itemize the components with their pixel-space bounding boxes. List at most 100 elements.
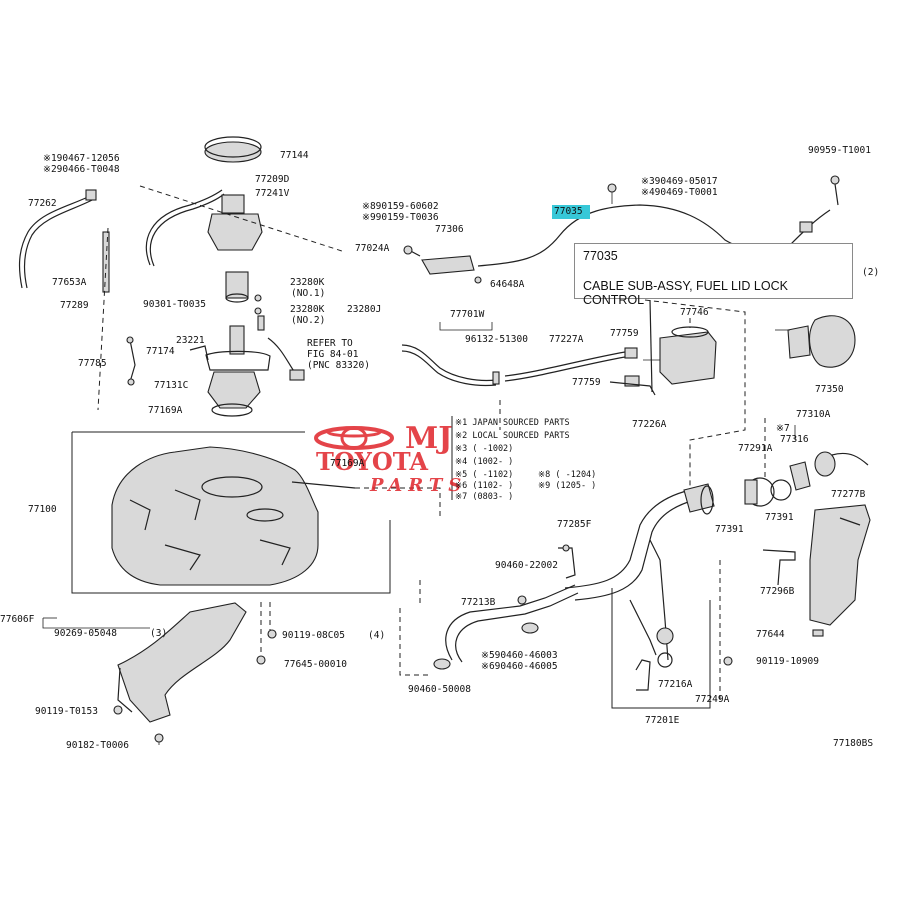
note-9: ※9 (1205- ) [538,481,596,491]
watermark-sub: PARTS [369,475,467,496]
label-a28: (3) [150,628,167,639]
watermark-brand: TOYOTA [316,447,428,476]
protector-77606F [117,602,247,723]
rod-77653A [102,231,110,293]
label-a13: 23280K [290,304,325,315]
label-b13: 77759 [610,328,639,339]
label-b10: 77701W [450,309,485,320]
label-a17: 77174 [146,346,175,357]
label-b19: ※7 [776,423,790,434]
label-a31: 77645-00010 [284,659,347,670]
label-b30: ※590460-46003 [481,650,558,661]
label-a02: ※290466-T0048 [43,164,120,175]
pump-bracket-77131C [207,371,261,409]
gasket-77169A [211,403,253,417]
label-b05: ※390469-05017 [641,176,718,187]
note-8: ※8 ( -1204) [538,470,596,480]
label-b17: 77350 [815,384,844,395]
note-1: ※1 JAPAN SOURCED PARTS [455,418,570,428]
source-notes: ※1 JAPAN SOURCED PARTS ※2 LOCAL SOURCED … [455,418,596,502]
label-b29: 77644 [756,629,785,640]
clamp-77216A [656,627,674,645]
label-b14: 77746 [680,307,709,318]
label-b09: (2) [862,267,879,278]
label-b16: 77226A [632,419,667,430]
label-a29: 90119-08C05 [282,630,345,641]
label-b01: ※890159-60602 [362,201,439,212]
fuel-pump-77024A [207,213,263,251]
highlighted-part-number[interactable]: 77035 [552,205,590,219]
opener-77306 [421,255,475,275]
label-b35: 77249A [695,694,730,705]
label-a01: ※190467-12056 [43,153,120,164]
label-b32: 90119-10909 [756,656,819,667]
label-a19: REFER TO [307,338,353,349]
toyota-logo [314,426,394,450]
label-b04: 64648A [490,279,525,290]
tooltip-name: CABLE SUB-ASSY, FUEL LID LOCK CONTROL [583,279,788,307]
label-a30: (4) [368,630,385,641]
label-b24: 77391 [765,512,794,523]
label-a27: 90269-05048 [54,628,117,639]
label-a06: 77241V [255,188,290,199]
canister-77746 [659,331,717,385]
label-a07: 77024A [355,243,390,254]
label-a14: (NO.2) [291,315,325,326]
label-a04: 77144 [280,150,309,161]
hose-77701W [401,344,497,382]
label-a24: 77100 [28,504,57,515]
label-b23: 77391 [715,524,744,535]
part-labels: ※190467-12056 ※290466-T0048 77262 77144 … [0,145,879,751]
pump-23221 [229,325,245,355]
label-b27: 77296B [760,586,795,597]
lid-77350 [809,315,856,368]
part-tooltip: 77035 CABLE SUB-ASSY, FUEL LID LOCK CONT… [574,243,853,307]
label-b21: 77291A [738,443,773,454]
label-b02: ※990159-T0036 [362,212,439,223]
hose-clip [85,189,97,201]
note-6: ※6 (1102- ) [455,481,513,491]
label-b08: 90959-T1001 [808,145,871,156]
label-b37: 77180BS [833,738,873,749]
note-3: ※3 ( -1002) [455,444,513,454]
label-a23: 77169A [148,405,183,416]
hose-77213B [445,584,576,661]
tank-frame [71,431,391,594]
label-b06: ※490469-T0001 [641,187,718,198]
label-a09: 77289 [60,300,89,311]
note-5: ※5 ( -1102) [455,470,513,480]
tooltip-code: 77035 [583,249,618,263]
label-a15: 23280J [347,304,381,315]
label-b34: 90460-50008 [408,684,471,695]
label-a05: 77209D [255,174,290,185]
label-b26: 90460-22002 [495,560,558,571]
label-a18: 77785 [78,358,107,369]
lock-ring-77144 [204,141,262,163]
label-b22: 77277B [831,489,866,500]
label-b33: 77216A [658,679,693,690]
filler-pipe-77201E [564,489,691,589]
label-a20: FIG 84-01 [307,349,359,360]
label-a11: 23280K [290,277,325,288]
label-b36: 77201E [645,715,680,726]
box-77277B [809,504,871,626]
label-b20: 77316 [780,434,809,445]
label-a10: 90301-T0035 [143,299,206,310]
fuel-tank-77100 [111,446,319,586]
label-a16: 23221 [176,335,205,346]
highlighted-part-code: 77035 [554,206,583,217]
label-a08: 77653A [52,277,87,288]
label-a03: 77262 [28,198,57,209]
label-b11: 96132-51300 [465,334,528,345]
label-b18: 77310A [796,409,831,420]
note-7: ※7 (0803- ) [455,492,513,502]
label-b31: ※690460-46005 [481,661,558,672]
label-a32: 90119-T0153 [35,706,98,717]
label-a25: 77169A [330,458,365,469]
label-b15: 77759 [572,377,601,388]
watermark-brand-mark: MJ [405,421,452,456]
label-a12: (NO.1) [291,288,325,299]
note-4: ※4 (1002- ) [455,457,513,467]
label-a33: 90182-T0006 [66,740,129,751]
